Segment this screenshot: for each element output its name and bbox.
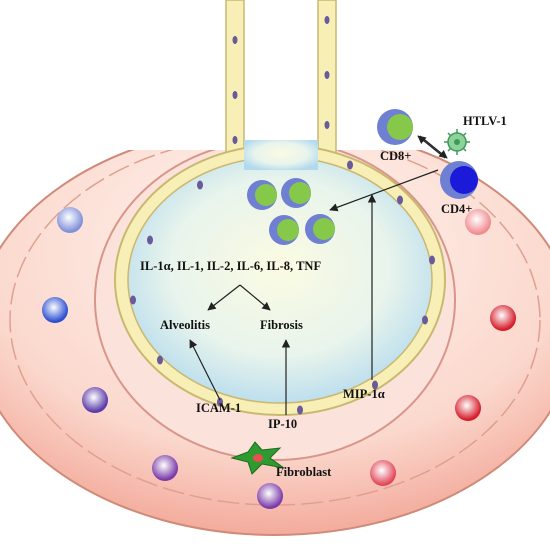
pathway-arrows xyxy=(189,135,448,415)
lymphocyte-cluster xyxy=(247,178,335,245)
cytokines-label: IL-1α, IL-1, IL-2, IL-6, IL-8, TNF xyxy=(140,259,321,273)
alveolitis-label: Alveolitis xyxy=(160,318,210,332)
htlv-1-virus-icon xyxy=(444,129,470,155)
cd8-label: CD8+ xyxy=(380,149,411,163)
alveolus xyxy=(114,140,446,416)
blood-cells xyxy=(42,207,516,509)
fibroblast-cell-icon xyxy=(230,441,285,475)
ip10-label: IP-10 xyxy=(268,417,297,431)
cd8-cell xyxy=(377,109,413,145)
fibroblast-label: Fibroblast xyxy=(276,465,332,479)
epithelial-nuclei xyxy=(130,160,435,415)
fibrosis-label: Fibrosis xyxy=(260,318,303,332)
cd4-cell xyxy=(440,161,478,199)
icam-label: ICAM-1 xyxy=(196,401,241,415)
cd4-label: CD4+ xyxy=(441,202,472,216)
mip-label: MIP-1α xyxy=(343,387,385,401)
htlv-label: HTLV-1 xyxy=(463,114,507,128)
